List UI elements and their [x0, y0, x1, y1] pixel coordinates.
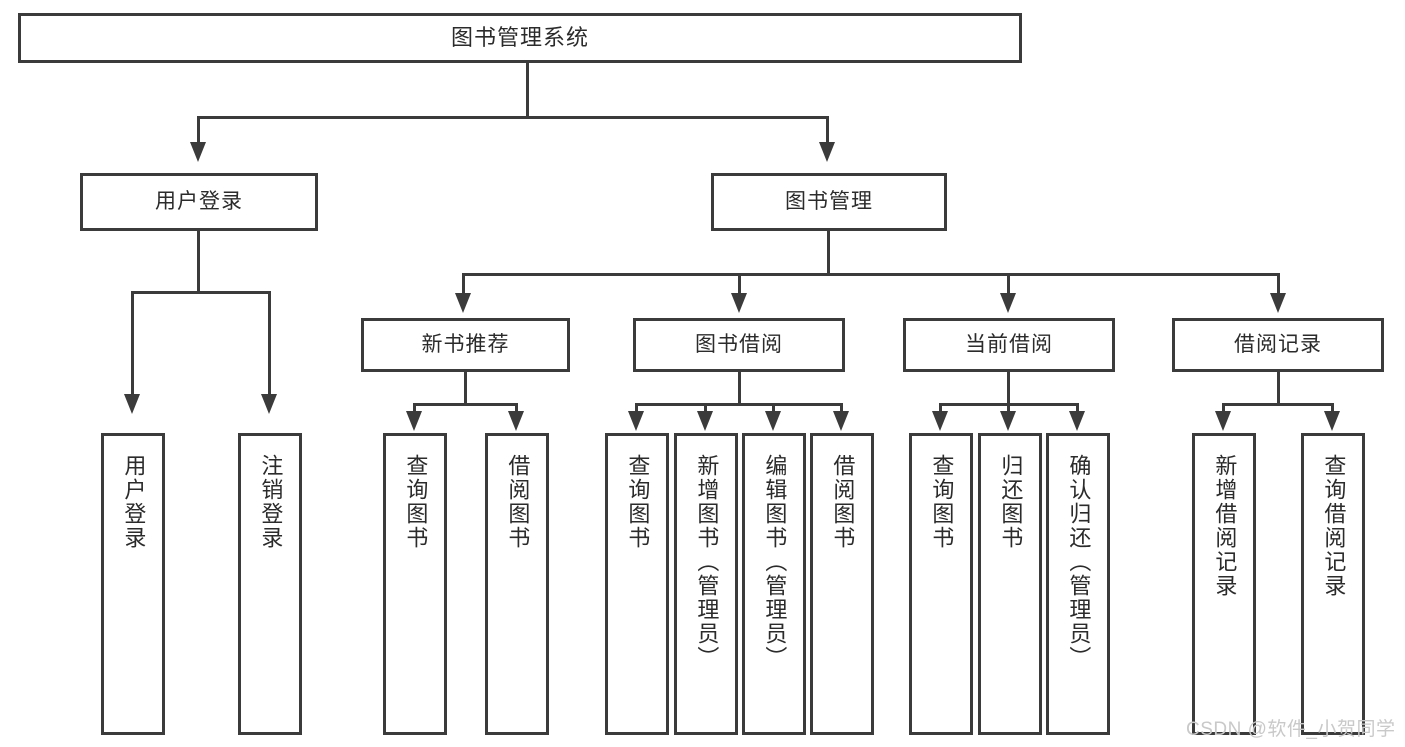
node-label: 用户登录 [155, 190, 243, 214]
node-label: 图书管理 [785, 190, 873, 214]
connector-bookmgmt-bar [462, 273, 1280, 276]
connector-currentborrow-stem [1007, 372, 1010, 403]
node-label: 借阅记录 [1234, 333, 1322, 357]
leaf-label: 查询图书 [403, 454, 429, 550]
connector-currentborrow-drop-1 [939, 403, 942, 413]
arrowhead-leaf-query-book-2 [628, 411, 644, 431]
node-book-borrow[interactable]: 图书借阅 [633, 318, 845, 372]
connector-borrowrecord-stem [1277, 372, 1280, 403]
leaf-label: 借阅图书 [505, 454, 531, 550]
leaf-borrow-book-newbook[interactable]: 借阅图书 [485, 433, 549, 735]
node-borrow-record[interactable]: 借阅记录 [1172, 318, 1384, 372]
connector-borrowrecord-drop-1 [1222, 403, 1225, 413]
connector-newbook-drop-2 [515, 403, 518, 413]
arrowhead-leaf-add-record [1215, 411, 1231, 431]
leaf-label: 注销登录 [258, 454, 284, 550]
leaf-label: 新增图书（管理员） [694, 454, 720, 670]
leaf-add-borrow-record[interactable]: 新增借阅记录 [1192, 433, 1256, 735]
connector-bookmgmt-drop-3 [1007, 273, 1010, 295]
node-user-login[interactable]: 用户登录 [80, 173, 318, 231]
connector-currentborrow-drop-3 [1076, 403, 1079, 413]
arrowhead-book-borrow [731, 293, 747, 313]
node-label: 新书推荐 [421, 333, 510, 357]
node-root-book-management-system[interactable]: 图书管理系统 [18, 13, 1022, 63]
leaf-query-book-borrow[interactable]: 查询图书 [605, 433, 669, 735]
connector-borrowrecord-drop-2 [1331, 403, 1334, 413]
node-new-book-recommendation[interactable]: 新书推荐 [361, 318, 570, 372]
connector-newbook-bar [413, 403, 518, 406]
arrowhead-current-borrow [1000, 293, 1016, 313]
connector-borrowrecord-bar [1222, 403, 1334, 406]
node-current-borrow[interactable]: 当前借阅 [903, 318, 1115, 372]
leaf-edit-book-admin[interactable]: 编辑图书（管理员） [742, 433, 806, 735]
node-label: 图书管理系统 [450, 24, 589, 50]
node-book-management[interactable]: 图书管理 [711, 173, 947, 231]
connector-root-stem [526, 63, 529, 116]
arrowhead-book-management [819, 142, 835, 162]
arrowhead-leaf-edit-book [765, 411, 781, 431]
connector-bookborrow-stem [738, 372, 741, 403]
arrowhead-leaf-borrow-book-2 [833, 411, 849, 431]
leaf-confirm-return-admin[interactable]: 确认归还（管理员） [1046, 433, 1110, 735]
arrowhead-leaf-user-login [124, 394, 140, 414]
connector-newbook-drop-1 [413, 403, 416, 413]
node-label: 图书借阅 [695, 333, 783, 357]
connector-currentborrow-drop-2 [1007, 403, 1010, 413]
leaf-label: 归还图书 [998, 454, 1024, 550]
connector-user-login-drop-2 [268, 291, 271, 396]
arrowhead-borrow-record [1270, 293, 1286, 313]
leaf-label: 用户登录 [121, 454, 147, 550]
connector-user-login-stem [197, 231, 200, 291]
connector-bookmgmt-drop-2 [738, 273, 741, 295]
connector-newbook-stem [464, 372, 467, 403]
leaf-label: 编辑图书（管理员） [762, 454, 788, 670]
connector-bookmgmt-drop-4 [1277, 273, 1280, 295]
connector-bookborrow-drop-4 [840, 403, 843, 413]
leaf-return-book[interactable]: 归还图书 [978, 433, 1042, 735]
arrowhead-leaf-add-book [697, 411, 713, 431]
arrowhead-leaf-borrow-book-1 [508, 411, 524, 431]
connector-user-login-drop-1 [131, 291, 134, 396]
arrowhead-leaf-query-book-1 [406, 411, 422, 431]
leaf-user-login[interactable]: 用户登录 [101, 433, 165, 735]
leaf-label: 查询图书 [625, 454, 651, 550]
leaf-add-book-admin[interactable]: 新增图书（管理员） [674, 433, 738, 735]
leaf-logout[interactable]: 注销登录 [238, 433, 302, 735]
connector-bookmgmt-drop-1 [462, 273, 465, 295]
arrowhead-new-book-rec [455, 293, 471, 313]
node-label: 当前借阅 [965, 333, 1053, 357]
arrowhead-leaf-return-book [1000, 411, 1016, 431]
leaf-label: 新增借阅记录 [1212, 454, 1238, 598]
arrowhead-leaf-logout [261, 394, 277, 414]
leaf-query-book-current[interactable]: 查询图书 [909, 433, 973, 735]
leaf-label: 确认归还（管理员） [1066, 454, 1092, 670]
leaf-label: 借阅图书 [830, 454, 856, 550]
connector-user-login-bar [131, 291, 271, 294]
connector-bookborrow-drop-1 [635, 403, 638, 413]
leaf-label: 查询借阅记录 [1321, 454, 1347, 598]
connector-bookborrow-drop-3 [772, 403, 775, 413]
connector-root-bar [197, 116, 829, 119]
arrowhead-user-login [190, 142, 206, 162]
leaf-query-book-newbook[interactable]: 查询图书 [383, 433, 447, 735]
leaf-borrow-book-bookborrow[interactable]: 借阅图书 [810, 433, 874, 735]
arrowhead-leaf-query-record [1324, 411, 1340, 431]
arrowhead-leaf-query-book-3 [932, 411, 948, 431]
connector-bookborrow-bar [635, 403, 843, 406]
leaf-label: 查询图书 [929, 454, 955, 550]
leaf-query-borrow-record[interactable]: 查询借阅记录 [1301, 433, 1365, 735]
connector-bookborrow-drop-2 [704, 403, 707, 413]
connector-root-drop-left [197, 116, 200, 144]
connector-bookmgmt-stem [827, 231, 830, 273]
connector-root-drop-right [826, 116, 829, 144]
arrowhead-leaf-confirm-return [1069, 411, 1085, 431]
